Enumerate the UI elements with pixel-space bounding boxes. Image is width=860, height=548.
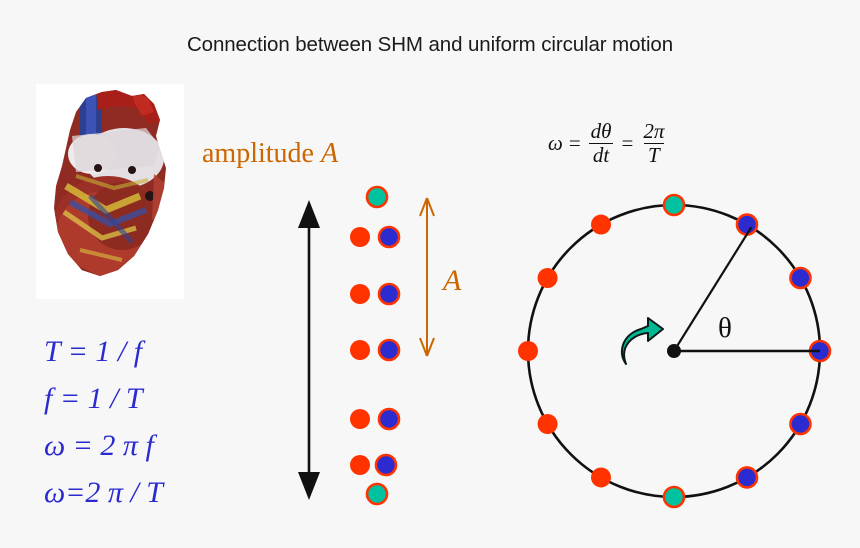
- anatomical-heart-image: [36, 84, 184, 299]
- fraction-numerator-2pi: 2π: [643, 119, 665, 143]
- rotation-arrow-upper: [621, 317, 664, 365]
- rotation-direction-arrow: [621, 317, 664, 365]
- oscillator-dot-right-6: [365, 482, 389, 506]
- circle-dot-right-upper-2: [789, 266, 812, 290]
- uniform-circular-motion-circle: [526, 203, 822, 499]
- heart-illustration-svg: [36, 84, 184, 299]
- angular-velocity-formula: ω = dθ dt = 2π T: [548, 120, 668, 166]
- amplitude-label-symbol: A: [320, 138, 339, 169]
- oscillator-dot-left-4: [350, 455, 370, 475]
- formula-line-period: T = 1 / f: [44, 335, 143, 368]
- amplitude-label-text: amplitude: [202, 138, 321, 169]
- omega-symbol: ω: [548, 130, 563, 155]
- circle-dot-left-upper-2: [591, 214, 611, 235]
- theta-angle-label: θ: [718, 312, 732, 344]
- radius-and-reference-lines: [667, 226, 820, 358]
- circle-dot-set: [518, 193, 832, 509]
- oscillator-dot-left-1: [350, 284, 370, 304]
- circle-center-dot: [667, 344, 681, 358]
- oscillator-dot-right-3: [377, 338, 401, 362]
- oscillator-dot-right-2: [377, 282, 401, 306]
- oscillator-dot-right-4: [377, 407, 401, 431]
- fraction-numerator-dtheta: dθ: [590, 119, 612, 143]
- displacement-arrow-head-down: [298, 472, 320, 500]
- formula-line-frequency: f = 1 / T: [44, 382, 143, 415]
- displacement-double-arrow: [298, 200, 320, 500]
- oscillator-left-dot-column: [350, 227, 370, 475]
- circle-dot-left-lower-2: [591, 467, 611, 488]
- fraction-denominator-dt: dt: [588, 142, 614, 167]
- oscillator-dot-right-1: [377, 225, 401, 249]
- fraction-denominator-T: T: [644, 142, 664, 167]
- amplitude-arrow-head-down: [419, 337, 435, 357]
- equals-sign-2: =: [621, 130, 634, 155]
- formula-line-omega-T: ω=2 π / T: [44, 476, 163, 509]
- amplitude-label: amplitude A: [202, 138, 338, 170]
- oscillator-right-dot-column: [365, 185, 401, 506]
- circle-dot-left: [518, 341, 538, 361]
- formula-line-omega-f: ω = 2 π f: [44, 429, 154, 462]
- amplitude-arrow-head-up: [419, 197, 435, 217]
- circle-dot-bottom: [662, 485, 686, 509]
- amplitude-double-arrow: [419, 197, 435, 357]
- circle-outline: [526, 203, 822, 499]
- page-title: Connection between SHM and uniform circu…: [186, 33, 674, 56]
- oscillator-dot-left-0: [350, 227, 370, 247]
- oscillator-dot-left-3: [350, 409, 370, 429]
- equals-sign-1: =: [568, 130, 581, 155]
- circle-dot-top: [662, 193, 686, 217]
- circle-dot-right: [808, 339, 832, 363]
- oscillator-dot-right-5: [374, 453, 398, 477]
- oscillator-dot-left-2: [350, 340, 370, 360]
- circle-dot-left-lower-1: [537, 414, 558, 434]
- circle-dot-right-lower-2: [735, 466, 759, 489]
- fraction-dtheta-dt: dθ dt: [587, 120, 616, 166]
- shm-formula-list: T = 1 / f f = 1 / T ω = 2 π f ω=2 π / T: [44, 328, 259, 516]
- rotating-radius-line: [673, 226, 753, 352]
- oscillator-dot-right-0: [365, 185, 389, 209]
- displacement-arrow-head-up: [298, 200, 320, 228]
- fraction-2pi-T: 2π T: [639, 120, 668, 166]
- circle-dot-left-upper-1: [537, 268, 558, 288]
- amplitude-arrow-symbol: A: [443, 264, 462, 297]
- circle-dot-right-upper-1: [735, 213, 759, 236]
- circle-dot-right-lower-1: [789, 412, 812, 436]
